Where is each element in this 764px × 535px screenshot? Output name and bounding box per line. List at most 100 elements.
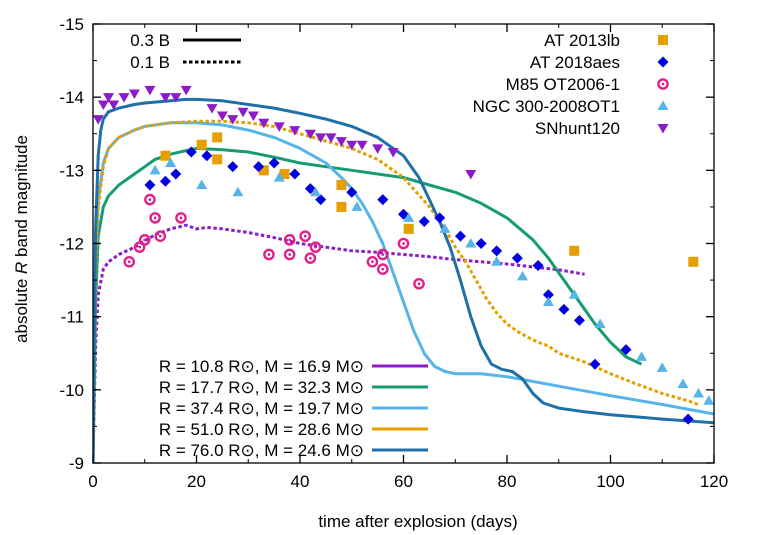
data-point-at-2018aes	[573, 314, 585, 326]
data-point-at-2018aes	[268, 157, 280, 169]
data-point-at-2018aes	[475, 238, 487, 249]
obs-legend-marker-snhunt120	[657, 124, 669, 134]
data-point-ngc-300-2008ot1	[703, 395, 714, 405]
y-axis-label-prefix: absolute	[12, 274, 31, 343]
data-point-snhunt120	[97, 100, 109, 110]
x-tick-label: 60	[394, 472, 413, 491]
data-point-m85-ot2006-1-center	[371, 260, 374, 264]
data-point-m85-ot2006-1-center	[148, 198, 152, 202]
data-point-snhunt120	[289, 126, 301, 136]
data-point-m85-ot2006-1-center	[179, 216, 183, 220]
legend-marker	[657, 56, 669, 68]
data-point-at-2018aes	[346, 186, 358, 198]
data-point-at-2018aes	[289, 168, 301, 180]
data-point-ngc-300-2008ot1	[677, 378, 689, 388]
data-point-at-2018aes	[542, 289, 554, 301]
data-layer	[93, 85, 714, 463]
model-legend-label: R = 37.4 R⊙, M = 19.7 M⊙	[159, 399, 364, 418]
x-tick-label: 40	[291, 472, 310, 491]
data-point-ngc-300-2008ot1	[273, 172, 285, 182]
data-point-m85-ot2006-1	[149, 212, 161, 224]
x-tick-label: 0	[88, 472, 97, 491]
data-point-at-2013lb	[212, 132, 223, 143]
data-point-m85-ot2006-1-center	[127, 260, 131, 264]
data-point-m85-ot2006-1	[366, 255, 379, 268]
data-point-m85-ot2006-1	[123, 255, 136, 268]
data-point-snhunt120	[108, 100, 120, 110]
data-point-at-2018aes	[511, 252, 523, 264]
x-axis-label: time after explosion (days)	[318, 512, 517, 531]
series-at-2018aes	[144, 146, 694, 425]
data-point-ngc-300-2008ot1	[465, 238, 477, 248]
data-point-snhunt120	[372, 144, 384, 154]
data-point-snhunt120	[387, 148, 399, 158]
data-point-m85-ot2006-1-center	[158, 234, 162, 238]
series-at-2013lb	[160, 132, 699, 267]
series-ngc-300-2008ot1	[149, 157, 714, 405]
data-point-at-2018aes	[377, 194, 389, 206]
model-curve-2	[93, 146, 643, 463]
data-point-ngc-300-2008ot1	[692, 387, 704, 398]
data-point-at-2013lb	[160, 150, 171, 161]
model-legend-label: R = 10.8 R⊙, M = 16.9 M⊙	[159, 357, 364, 376]
data-point-at-2018aes	[418, 216, 430, 228]
obs-legend-label: SNhunt120	[535, 119, 620, 138]
data-point-m85-ot2006-1-center	[288, 238, 292, 242]
data-point-ngc-300-2008ot1	[310, 186, 322, 197]
y-tick-label: -13	[59, 161, 84, 180]
legend-marker	[657, 100, 669, 110]
style-legend-label: 0.1 B	[130, 53, 170, 72]
y-tick-label: -9	[69, 454, 84, 473]
data-point-m85-ot2006-1	[133, 241, 146, 253]
data-point-m85-ot2006-1-center	[267, 253, 271, 256]
data-point-snhunt120	[144, 85, 156, 96]
model-curve-5	[93, 97, 714, 463]
data-point-at-2018aes	[682, 413, 694, 425]
data-point-ngc-300-2008ot1	[491, 256, 503, 266]
y-tick-label: -15	[59, 15, 84, 34]
y-tick-label: -10	[59, 381, 84, 400]
data-point-m85-ot2006-1-center	[143, 238, 147, 242]
obs-legend-marker-ngc-300-2008ot1	[657, 100, 669, 110]
data-point-snhunt120	[128, 89, 140, 100]
data-point-ngc-300-2008ot1	[542, 296, 554, 307]
obs-legend-marker-m85-ot2006-1	[657, 78, 669, 90]
data-point-m85-ot2006-1	[376, 263, 389, 275]
data-point-snhunt120	[180, 85, 192, 96]
data-point-ngc-300-2008ot1	[517, 270, 529, 281]
data-point-at-2018aes	[185, 146, 197, 158]
data-point-snhunt120	[93, 115, 104, 125]
data-point-ngc-300-2008ot1	[656, 362, 668, 372]
data-point-m85-ot2006-1	[144, 193, 156, 206]
data-point-ngc-300-2008ot1	[149, 164, 161, 175]
data-point-m85-ot2006-1-center	[153, 216, 157, 220]
data-point-ngc-300-2008ot1	[636, 351, 648, 361]
data-point-snhunt120	[227, 115, 239, 125]
data-point-m85-ot2006-1	[283, 248, 296, 261]
data-point-at-2013lb	[688, 256, 699, 267]
data-point-at-2013lb	[258, 165, 269, 176]
series-m85-ot2006-1	[123, 193, 425, 290]
data-point-ngc-300-2008ot1	[351, 201, 363, 211]
data-point-at-2018aes	[589, 358, 601, 370]
legend-marker	[657, 78, 669, 90]
data-point-at-2018aes	[253, 161, 265, 173]
data-point-at-2018aes	[620, 344, 632, 356]
data-point-at-2013lb	[569, 245, 580, 256]
style-legend-label: 0.3 B	[130, 31, 170, 50]
data-point-m85-ot2006-1	[413, 277, 425, 290]
data-point-m85-ot2006-1-center	[314, 245, 317, 249]
legend-marker-center	[661, 82, 665, 86]
data-point-snhunt120	[206, 104, 218, 114]
data-point-snhunt120	[216, 111, 228, 121]
data-point-snhunt120	[325, 133, 337, 143]
data-point-m85-ot2006-1-center	[308, 256, 312, 260]
data-point-m85-ot2006-1	[138, 234, 151, 246]
data-point-m85-ot2006-1	[376, 248, 389, 261]
y-axis-label: absolute R band magnitude	[12, 135, 31, 343]
data-point-m85-ot2006-1-center	[417, 282, 421, 286]
